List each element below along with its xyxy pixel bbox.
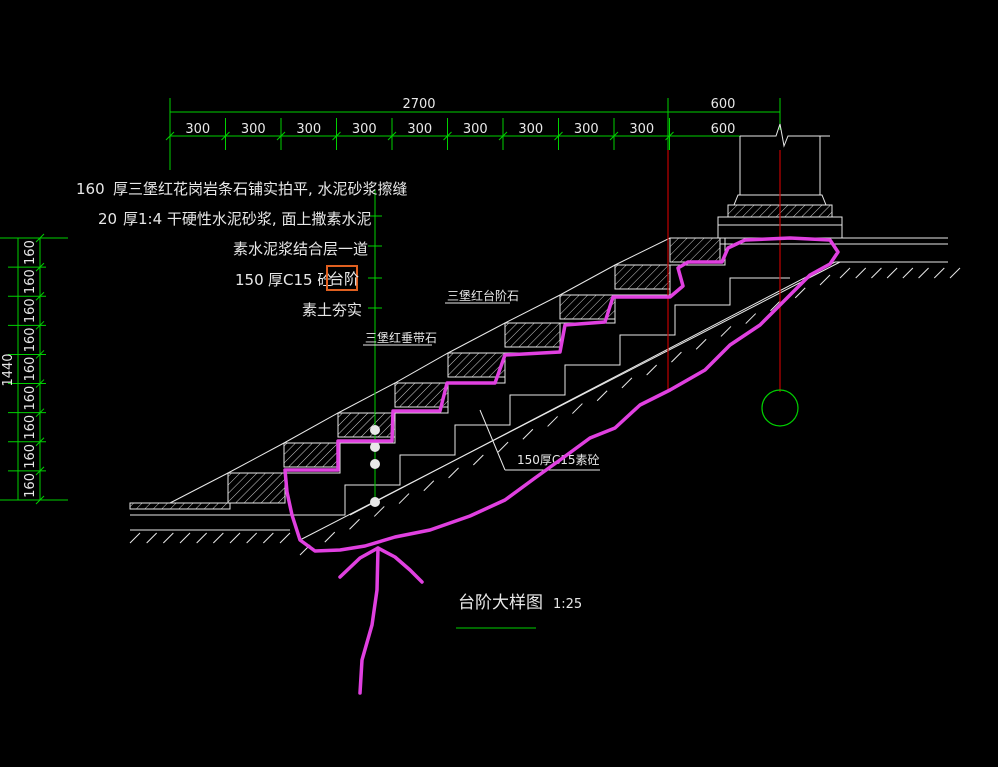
dim-segment-3: 300 [296,122,321,137]
left-dimension-group: 1440 160 160 160 160 160 160 160 160 160 [0,233,68,505]
dim-left-segment-8: 160 [23,444,38,469]
dim-segment-2: 300 [241,122,266,137]
step-stone-5 [447,352,506,378]
layer-1-thickness: 160 [76,180,105,198]
break-line [740,123,830,148]
drawing-title: 台阶大样图 1:25 [456,593,582,629]
detail-callout-circle [761,389,799,427]
dim-left-segment-7: 160 [23,415,38,440]
highlight-box [326,265,358,291]
section-lines [667,150,799,427]
dim-left-segment-9: 160 [23,473,38,498]
step-stone-3 [337,412,396,438]
dim-segment-1: 300 [185,122,210,137]
layer-2-text: 厚1:4 干硬性水泥砂浆, 面上撒素水泥 [123,210,371,228]
dim-segment-4: 300 [352,122,377,137]
stair-section [169,237,841,541]
title-text: 台阶大样图 [458,593,543,613]
dim-left-segment-6: 160 [23,386,38,411]
dim-segment-6: 300 [463,122,488,137]
title-scale: 1:25 [553,597,582,612]
dim-left-segment-3: 160 [23,298,38,323]
dim-segment-right: 600 [711,122,736,137]
step-stone-8 [614,264,671,290]
layer-labels: 160 厚三堡红花岗岩条石铺实拍平, 水泥砂浆擦缝 20 厚1:4 干硬性水泥砂… [76,180,600,467]
layer-5-text: 素土夯实 [302,301,362,319]
layer-4-highlight: 台阶 [329,270,359,288]
top-dimension-group: 2700 600 300 300 300 300 300 300 300 300 300 600 [165,97,830,390]
label-tread-stone: 三堡红台阶石 [447,288,519,303]
dim-top-total: 2700 [402,97,435,112]
dim-segment-9: 300 [629,122,654,137]
dim-top-right: 600 [711,97,736,112]
dim-segment-8: 300 [574,122,599,137]
dim-left-segment-5: 160 [23,357,38,382]
layer-3-text: 素水泥浆结合层一道 [233,240,368,258]
step-stone-1 [227,472,286,504]
layer-1-text: 厚三堡红花岗岩条石铺实拍平, 水泥砂浆擦缝 [113,180,408,198]
label-riser-stone: 三堡红垂带石 [365,330,437,345]
step-stone-2 [283,442,341,468]
freehand-markup [283,236,840,695]
step-stone-4 [394,382,449,408]
dim-left-segment-1: 160 [23,240,38,265]
dim-left-segment-2: 160 [23,269,38,294]
step-stone-6 [504,322,561,348]
layer-4-text: 厚C15 砼 [268,271,332,289]
layer-2-thickness: 20 [98,210,117,228]
dim-left-segment-4: 160 [23,327,38,352]
dim-left-total: 1440 [1,353,16,386]
layer-4-thickness: 150 [235,271,264,289]
dim-segment-5: 300 [407,122,432,137]
dim-segment-7: 300 [518,122,543,137]
step-stone-9 [669,237,721,263]
layer-leader [368,190,382,507]
